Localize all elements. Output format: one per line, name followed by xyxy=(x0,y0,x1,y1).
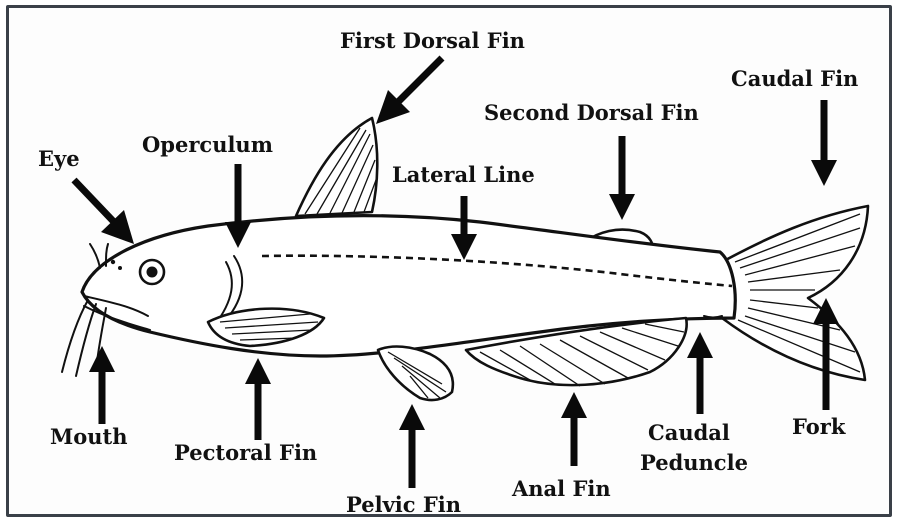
label-second-dorsal-fin: Second Dorsal Fin xyxy=(484,100,699,125)
label-caudal-peduncle-line2: Peduncle xyxy=(640,450,748,475)
label-caudal-fin: Caudal Fin xyxy=(731,66,858,91)
arrow-pelvic-fin xyxy=(399,404,425,488)
label-eye: Eye xyxy=(38,146,80,171)
label-pectoral-fin: Pectoral Fin xyxy=(174,440,317,465)
label-pelvic-fin: Pelvic Fin xyxy=(346,492,461,517)
arrow-eye xyxy=(74,180,134,244)
label-first-dorsal-fin: First Dorsal Fin xyxy=(340,28,525,53)
arrow-pectoral-fin xyxy=(245,358,271,440)
arrow-mouth xyxy=(89,346,115,424)
pelvic-fin xyxy=(378,347,453,400)
catfish-illustration xyxy=(62,118,868,400)
eye-drawing xyxy=(140,260,164,284)
first-dorsal-fin xyxy=(296,118,377,216)
label-operculum: Operculum xyxy=(142,132,273,157)
label-caudal-peduncle-line1: Caudal xyxy=(648,420,730,445)
arrow-first-dorsal-fin xyxy=(376,58,442,124)
arrow-caudal-peduncle xyxy=(687,332,713,414)
label-fork: Fork xyxy=(792,414,846,439)
label-mouth: Mouth xyxy=(50,424,128,449)
label-lateral-line: Lateral Line xyxy=(392,162,535,187)
arrow-caudal-fin xyxy=(811,100,837,186)
label-anal-fin: Anal Fin xyxy=(511,476,611,501)
caudal-fin xyxy=(722,206,868,380)
arrow-second-dorsal-fin xyxy=(609,136,635,220)
arrow-anal-fin xyxy=(561,392,587,466)
